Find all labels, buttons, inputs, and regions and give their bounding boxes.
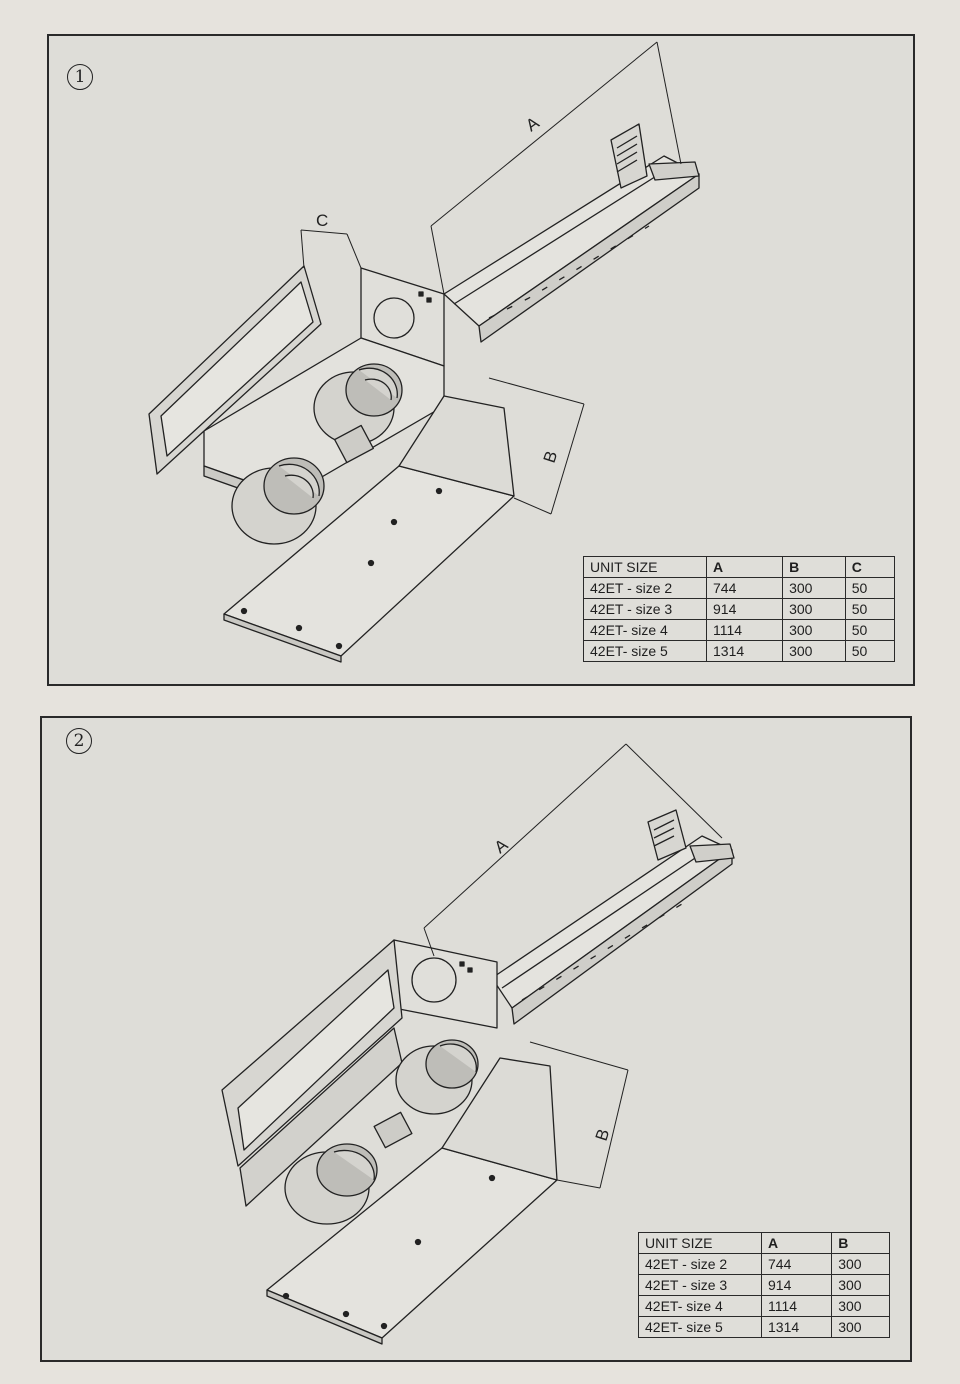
figure-1-panel: 1 xyxy=(47,34,915,686)
cell-a: 1314 xyxy=(705,640,784,662)
discharge-duct xyxy=(443,123,700,343)
column-header-c: C xyxy=(844,556,896,578)
cell-b: 300 xyxy=(831,1274,890,1296)
dimension-c xyxy=(300,229,362,269)
dimension-label-a: A xyxy=(522,113,543,135)
dimension-label-c: C xyxy=(316,211,328,230)
dimension-label-b: B xyxy=(540,449,562,466)
blower-1 xyxy=(284,1143,378,1225)
filter-frame xyxy=(148,265,322,475)
dimension-label-b: B xyxy=(592,1127,614,1144)
dimension-label-a: A xyxy=(491,835,512,857)
dimensions-table-2: UNIT SIZE A B 42ET - size 2 744 300 42ET… xyxy=(638,1232,890,1338)
unit-drawing-1: A B C xyxy=(148,41,700,663)
cell-b: 300 xyxy=(782,598,846,620)
cell-a: 1114 xyxy=(705,619,784,641)
cell-b: 300 xyxy=(782,640,846,662)
cell-unit-size: 42ET - size 2 xyxy=(583,577,707,599)
cell-b: 300 xyxy=(782,619,846,641)
base-plate xyxy=(266,1057,558,1345)
cell-unit-size: 42ET- size 4 xyxy=(583,619,707,641)
cell-b: 300 xyxy=(831,1295,890,1317)
cell-c: 50 xyxy=(844,577,896,599)
blower-1 xyxy=(231,457,325,545)
discharge-duct xyxy=(491,809,735,1025)
blower-2 xyxy=(395,1039,479,1115)
cell-c: 50 xyxy=(844,640,896,662)
cell-unit-size: 42ET- size 4 xyxy=(638,1295,762,1317)
motor xyxy=(373,1111,413,1149)
cell-unit-size: 42ET- size 5 xyxy=(638,1316,762,1338)
figure-2-panel: 2 xyxy=(40,716,912,1362)
column-header-b: B xyxy=(782,556,846,578)
cell-c: 50 xyxy=(844,598,896,620)
table-row: 42ET - size 3 914 300 50 xyxy=(583,598,896,620)
figure-number-2: 2 xyxy=(66,728,92,754)
table-row: 42ET - size 2 744 300 50 xyxy=(583,577,896,599)
motor xyxy=(334,424,374,464)
table-row: 42ET- size 5 1314 300 50 xyxy=(583,640,896,662)
column-header-unit-size: UNIT SIZE xyxy=(583,556,707,578)
cell-b: 300 xyxy=(782,577,846,599)
base-plate xyxy=(223,395,515,663)
cell-a: 744 xyxy=(705,577,784,599)
cell-c: 50 xyxy=(844,619,896,641)
cell-a: 914 xyxy=(705,598,784,620)
table-row: 42ET- size 4 1114 300 50 xyxy=(583,619,896,641)
column-header-a: A xyxy=(705,556,784,578)
table-row: 42ET- size 4 1114 300 xyxy=(638,1295,890,1317)
dimensions-table-1: UNIT SIZE A B C 42ET - size 2 744 300 50… xyxy=(583,556,896,662)
column-header-unit-size: UNIT SIZE xyxy=(638,1232,762,1254)
column-header-b: B xyxy=(831,1232,890,1254)
cell-b: 300 xyxy=(831,1253,890,1275)
column-header-a: A xyxy=(760,1232,833,1254)
table-header-row: UNIT SIZE A B C xyxy=(583,556,896,578)
cell-unit-size: 42ET - size 2 xyxy=(638,1253,762,1275)
dimension-a xyxy=(430,41,682,295)
unit-drawing-2: A B xyxy=(221,743,735,1345)
table-row: 42ET - size 2 744 300 xyxy=(638,1253,890,1275)
fan-casing xyxy=(221,939,498,1207)
dimension-a xyxy=(423,743,723,957)
cell-b: 300 xyxy=(831,1316,890,1338)
figure-number-1: 1 xyxy=(67,64,93,90)
cell-a: 1114 xyxy=(760,1295,833,1317)
cell-unit-size: 42ET- size 5 xyxy=(583,640,707,662)
dimension-b xyxy=(529,1041,629,1189)
cell-a: 1314 xyxy=(760,1316,833,1338)
table-header-row: UNIT SIZE A B xyxy=(638,1232,890,1254)
dimension-b xyxy=(488,377,585,515)
table-row: 42ET - size 3 914 300 xyxy=(638,1274,890,1296)
cell-a: 744 xyxy=(760,1253,833,1275)
cell-a: 914 xyxy=(760,1274,833,1296)
cell-unit-size: 42ET - size 3 xyxy=(638,1274,762,1296)
cell-unit-size: 42ET - size 3 xyxy=(583,598,707,620)
blower-2 xyxy=(313,363,403,445)
table-row: 42ET- size 5 1314 300 xyxy=(638,1316,890,1338)
